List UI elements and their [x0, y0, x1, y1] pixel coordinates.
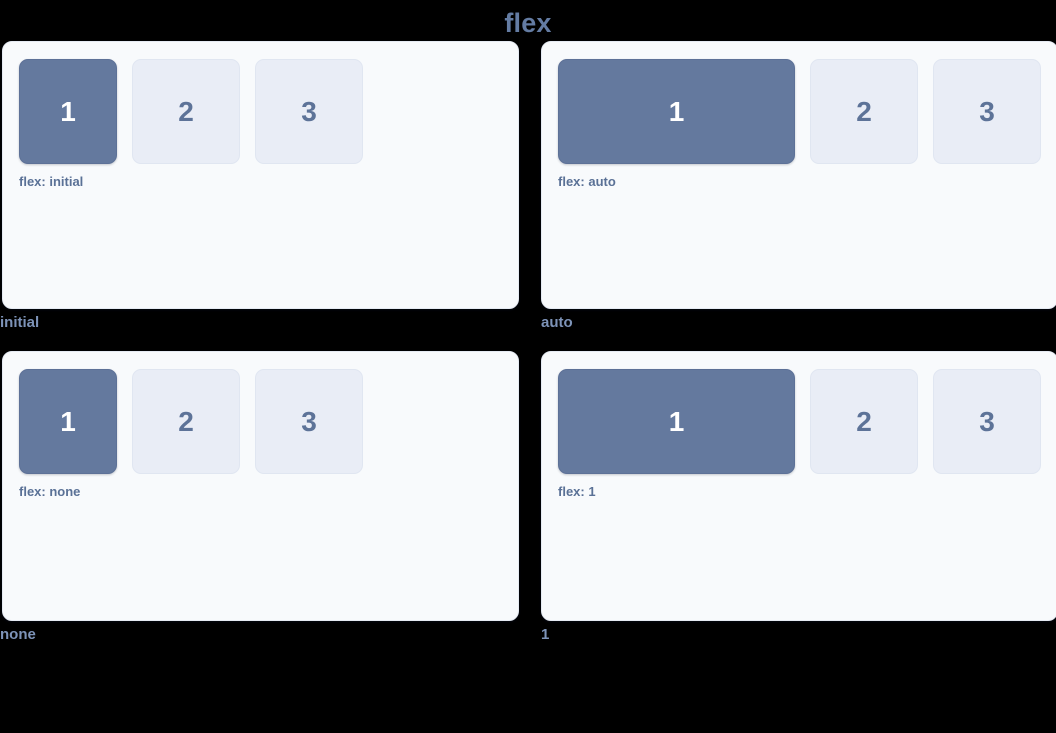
flex-item-2: 2 [132, 59, 240, 164]
flex-container-initial: 1 2 3 [19, 59, 502, 164]
demo-cell-one: 1 2 3 flex: 1 1 [541, 351, 1056, 645]
demo-caption-none: none [0, 626, 36, 643]
demo-cell-none: 1 2 3 flex: none none [0, 351, 519, 645]
demo-caption-auto: auto [541, 314, 573, 331]
flex-property-label: flex: initial [19, 174, 84, 189]
flex-item-2: 2 [810, 59, 918, 164]
flex-item-1: 1 [558, 369, 795, 474]
flex-property-label: flex: none [19, 484, 81, 499]
flex-item-1: 1 [19, 369, 117, 474]
demo-panel-one: 1 2 3 flex: 1 [541, 351, 1056, 621]
demo-panel-initial: 1 2 3 flex: initial [2, 41, 519, 309]
flex-item-2: 2 [132, 369, 240, 474]
flex-item-3: 3 [933, 369, 1041, 474]
demo-caption-one: 1 [541, 626, 550, 643]
flex-item-3: 3 [255, 369, 363, 474]
demo-panel-auto: 1 2 3 flex: auto [541, 41, 1056, 309]
flex-item-2: 2 [810, 369, 918, 474]
demo-panel-none: 1 2 3 flex: none [2, 351, 519, 621]
flex-item-1: 1 [19, 59, 117, 164]
demo-grid: 1 2 3 flex: initial initial 1 2 3 flex: … [0, 41, 1056, 645]
flex-item-3: 3 [255, 59, 363, 164]
flex-property-label: flex: auto [558, 174, 616, 189]
demo-cell-auto: 1 2 3 flex: auto auto [541, 41, 1056, 333]
demo-cell-initial: 1 2 3 flex: initial initial [0, 41, 519, 333]
flex-item-1: 1 [558, 59, 795, 164]
flex-container-one: 1 2 3 [558, 369, 1041, 474]
flex-container-none: 1 2 3 [19, 369, 502, 474]
flex-property-label: flex: 1 [558, 484, 596, 499]
flex-container-auto: 1 2 3 [558, 59, 1041, 164]
demo-caption-initial: initial [0, 314, 40, 331]
flex-item-3: 3 [933, 59, 1041, 164]
page-title: flex [504, 8, 552, 38]
